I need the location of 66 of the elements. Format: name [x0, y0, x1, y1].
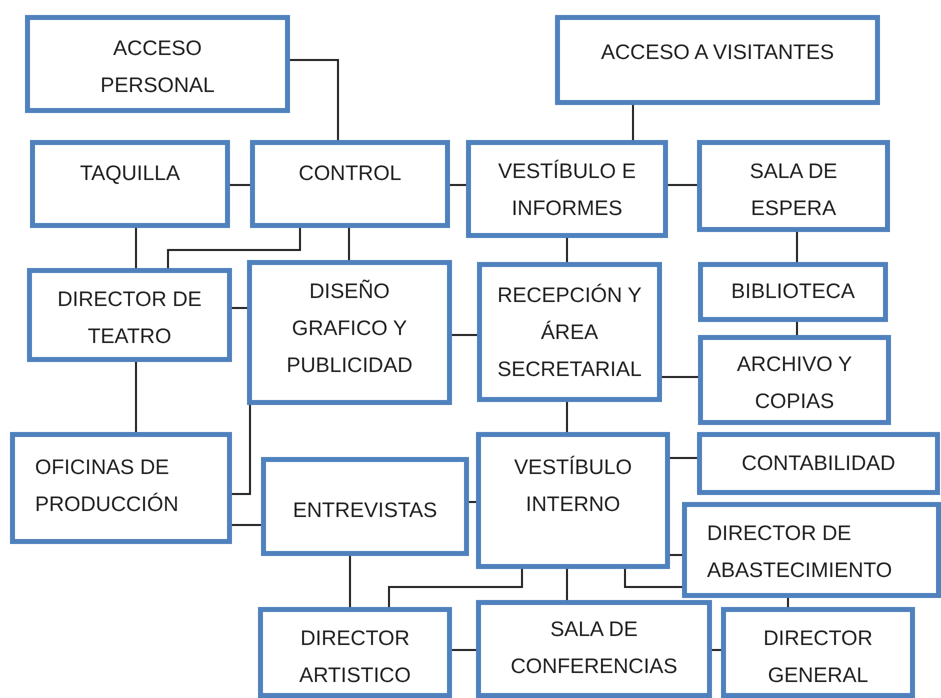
room-box — [698, 262, 888, 322]
room-box — [27, 268, 232, 362]
room-label: ARCHIVO Y COPIAS — [736, 352, 854, 415]
connector-line — [787, 598, 789, 607]
connector-line — [469, 501, 476, 503]
room-label: DISEÑO GRAFICO Y PUBLICIDAD — [285, 278, 414, 379]
room-box — [476, 600, 712, 698]
room-box — [698, 335, 891, 425]
connector-line — [348, 228, 350, 260]
connector-line — [668, 184, 697, 186]
room-label: DIRECTOR GENERAL — [762, 626, 874, 689]
connector-line — [290, 59, 339, 140]
connector-line — [452, 649, 476, 651]
room-box — [250, 140, 450, 228]
connector-line — [230, 184, 250, 186]
room-box — [247, 260, 452, 405]
room-label: ACCESO PERSONAL — [99, 36, 216, 99]
connector-line — [566, 402, 568, 432]
connector-line — [566, 238, 568, 262]
connector-line — [452, 334, 477, 336]
room-label: ACCESO A VISITANTES — [600, 40, 834, 66]
room-label: VESTÍBULO INTERNO — [513, 454, 633, 518]
connector-line — [167, 228, 301, 268]
room-box — [258, 607, 452, 698]
room-label: OFICINAS DE PRODUCCIÓN — [35, 455, 180, 518]
connector-line — [388, 569, 523, 607]
room-label: DIRECTOR ARTISTICO — [298, 626, 412, 689]
connector-line — [632, 105, 634, 140]
room-label: SALA DE ESPERA — [748, 159, 838, 222]
room-box — [697, 432, 940, 495]
room-label: CONTABILIDAD — [742, 451, 896, 477]
connector-line — [450, 184, 466, 186]
connector-line — [135, 228, 137, 268]
room-label: ENTREVISTAS — [292, 498, 438, 524]
room-label: DIRECTOR DE TEATRO — [56, 287, 203, 350]
room-label: DIRECTOR DE ABASTECIMIENTO — [707, 521, 894, 584]
connector-line — [232, 524, 261, 526]
connector-line — [232, 307, 247, 309]
room-box — [477, 262, 662, 402]
room-box — [466, 140, 668, 238]
connector-line — [670, 554, 682, 556]
connector-line — [796, 232, 798, 262]
room-label: TAQUILLA — [80, 161, 180, 187]
connector-line — [566, 569, 568, 600]
connector-line — [670, 457, 697, 459]
room-label: RECEPCIÓN Y ÁREA SECRETARIAL — [496, 282, 643, 383]
connector-line — [796, 322, 798, 335]
connector-line — [349, 556, 351, 607]
connector-line — [624, 569, 682, 588]
room-box — [10, 432, 232, 544]
room-box — [25, 15, 290, 113]
room-box — [261, 457, 469, 556]
room-box — [476, 432, 670, 569]
connector-line — [135, 362, 137, 432]
connector-line — [712, 649, 721, 651]
room-box — [682, 502, 941, 598]
room-box — [697, 140, 890, 232]
room-box — [30, 140, 230, 228]
connector-line — [232, 405, 251, 495]
room-label: BIBLIOTECA — [731, 279, 855, 305]
room-label: VESTÍBULO E INFORMES — [497, 158, 637, 222]
room-label: SALA DE CONFERENCIAS — [510, 617, 678, 680]
room-label: CONTROL — [298, 161, 402, 187]
room-box — [721, 607, 915, 698]
room-box — [555, 15, 880, 105]
connector-line — [662, 376, 698, 378]
